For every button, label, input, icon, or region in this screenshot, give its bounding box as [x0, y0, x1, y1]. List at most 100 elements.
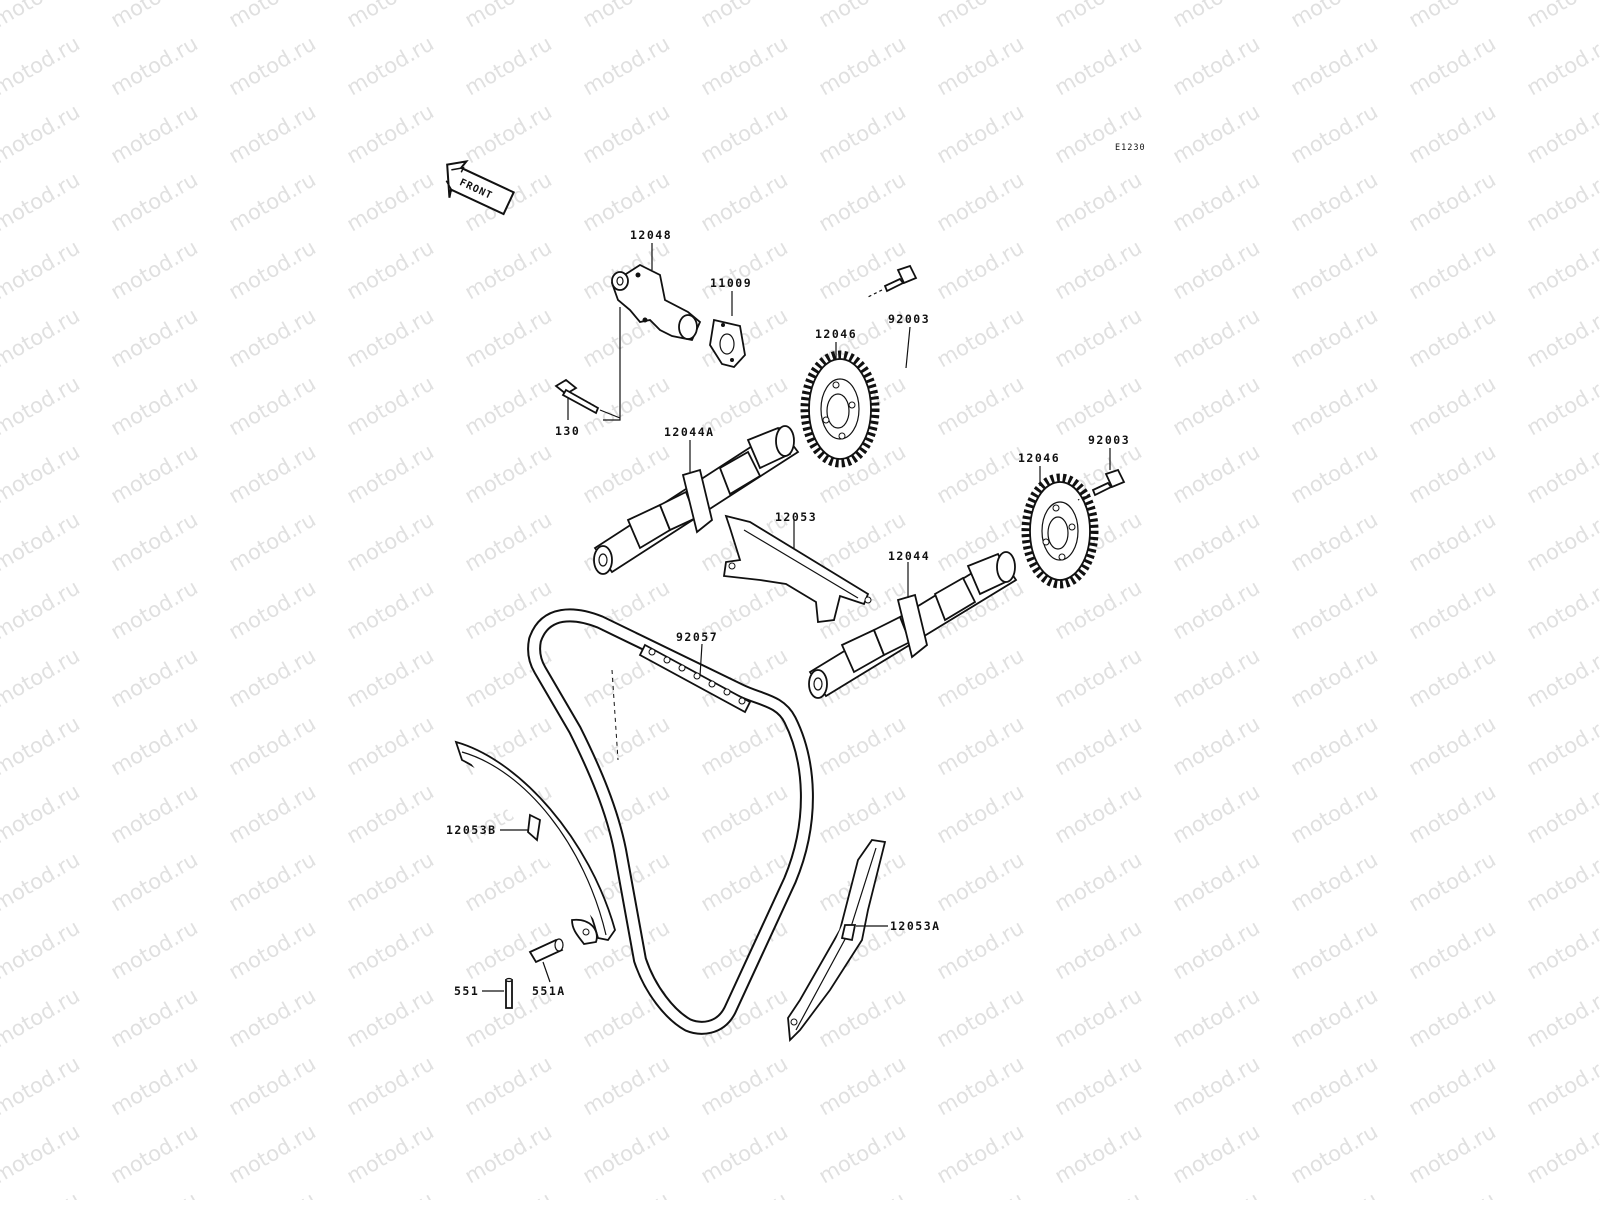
watermark-text: motod.ru	[107, 1119, 202, 1188]
watermark-text: motod.ru	[1051, 779, 1146, 848]
watermark-text: motod.ru	[697, 31, 792, 100]
label-12044: 12044	[888, 549, 930, 563]
watermark-text: motod.ru	[815, 167, 910, 236]
watermark-text: motod.ru	[0, 439, 84, 508]
watermark-text: motod.ru	[107, 303, 202, 372]
watermark-text: motod.ru	[815, 1187, 910, 1200]
label-12046-upper: 12046	[815, 327, 857, 341]
watermark-text: motod.ru	[0, 575, 84, 644]
label-12053: 12053	[775, 510, 817, 524]
watermark-text: motod.ru	[1523, 371, 1600, 440]
watermark-text: motod.ru	[0, 0, 84, 32]
watermark-text: motod.ru	[107, 779, 202, 848]
watermark-text: motod.ru	[343, 915, 438, 984]
watermark-text: motod.ru	[225, 371, 320, 440]
watermark-text: motod.ru	[343, 711, 438, 780]
watermark-text: motod.ru	[1405, 31, 1500, 100]
watermark-text: motod.ru	[107, 439, 202, 508]
watermark-text: motod.ru	[107, 31, 202, 100]
watermark-text: motod.ru	[1169, 439, 1264, 508]
watermark-text: motod.ru	[933, 31, 1028, 100]
watermark-text: motod.ru	[1287, 711, 1382, 780]
watermark-text: motod.ru	[461, 99, 556, 168]
watermark-text: motod.ru	[1405, 303, 1500, 372]
watermark-text: motod.ru	[815, 1119, 910, 1188]
label-12046-lower: 12046	[1018, 451, 1060, 465]
watermark-text: motod.ru	[1169, 779, 1264, 848]
watermark-text: motod.ru	[1405, 1051, 1500, 1120]
watermark-text: motod.ru	[0, 983, 84, 1052]
watermark-text: motod.ru	[1169, 711, 1264, 780]
watermark-text: motod.ru	[1169, 983, 1264, 1052]
label-92003-lower: 92003	[1088, 433, 1130, 447]
watermark-text: motod.ru	[1169, 1187, 1264, 1200]
watermark-text: motod.ru	[1169, 167, 1264, 236]
watermark-text: motod.ru	[579, 1119, 674, 1188]
watermark-text: motod.ru	[1287, 167, 1382, 236]
watermark-text: motod.ru	[579, 31, 674, 100]
watermark-text: motod.ru	[1051, 371, 1146, 440]
watermark-text: motod.ru	[343, 99, 438, 168]
watermark-text: motod.ru	[933, 983, 1028, 1052]
label-12053B: 12053B	[446, 823, 497, 837]
label-11009: 11009	[710, 276, 752, 290]
watermark-text: motod.ru	[1287, 847, 1382, 916]
watermark-text: motod.ru	[343, 983, 438, 1052]
watermark-text: motod.ru	[107, 575, 202, 644]
watermark-text: motod.ru	[1287, 779, 1382, 848]
watermark-text: motod.ru	[0, 31, 84, 100]
watermark-text: motod.ru	[0, 1187, 84, 1200]
watermark-text: motod.ru	[461, 439, 556, 508]
watermark-text: motod.ru	[1523, 1119, 1600, 1188]
watermark-text: motod.ru	[933, 643, 1028, 712]
watermark-text: motod.ru	[1051, 915, 1146, 984]
watermark-text: motod.ru	[1287, 575, 1382, 644]
watermark-text: motod.ru	[0, 1119, 84, 1188]
watermark-text: motod.ru	[1405, 1187, 1500, 1200]
watermark-text: motod.ru	[815, 1051, 910, 1120]
watermark-text: motod.ru	[1405, 915, 1500, 984]
watermark-text: motod.ru	[225, 711, 320, 780]
watermark-text: motod.ru	[933, 847, 1028, 916]
reference-code: E1230	[1115, 143, 1146, 153]
watermark-text: motod.ru	[1169, 99, 1264, 168]
label-12044A: 12044A	[664, 425, 715, 439]
watermark-text: motod.ru	[933, 779, 1028, 848]
watermark-text: motod.ru	[1405, 439, 1500, 508]
watermark-text: motod.ru	[343, 303, 438, 372]
label-12053A: 12053A	[890, 919, 941, 933]
watermark-text: motod.ru	[225, 303, 320, 372]
watermark-text: motod.ru	[697, 1119, 792, 1188]
watermark-text: motod.ru	[461, 371, 556, 440]
label-12048: 12048	[630, 228, 672, 242]
watermark-text: motod.ru	[579, 439, 674, 508]
watermark-text: motod.ru	[697, 779, 792, 848]
watermark-text: motod.ru	[107, 711, 202, 780]
watermark-text: motod.ru	[107, 371, 202, 440]
watermark-text: motod.ru	[225, 983, 320, 1052]
flange-bolt	[556, 380, 598, 413]
watermark-text: motod.ru	[461, 0, 556, 32]
watermark-text: motod.ru	[1169, 643, 1264, 712]
watermark-text: motod.ru	[1405, 983, 1500, 1052]
watermark-text: motod.ru	[343, 779, 438, 848]
watermark-text: motod.ru	[815, 779, 910, 848]
watermark-text: motod.ru	[579, 779, 674, 848]
watermark-text: motod.ru	[0, 711, 84, 780]
watermark-text: motod.ru	[1051, 99, 1146, 168]
watermark-text: motod.ru	[461, 303, 556, 372]
watermark-text: motod.ru	[1287, 235, 1382, 304]
watermark-text: motod.ru	[343, 575, 438, 644]
watermark-text: motod.ru	[343, 439, 438, 508]
watermark-text: motod.ru	[1523, 575, 1600, 644]
watermark-text: motod.ru	[1523, 507, 1600, 576]
watermark-text: motod.ru	[1051, 847, 1146, 916]
watermark-text: motod.ru	[1405, 643, 1500, 712]
watermark-text: motod.ru	[815, 235, 910, 304]
watermark-text: motod.ru	[107, 0, 202, 32]
watermark-text: motod.ru	[461, 31, 556, 100]
watermark-text: motod.ru	[0, 1051, 84, 1120]
watermark-text: motod.ru	[1169, 1051, 1264, 1120]
watermark-text: motod.ru	[1287, 1187, 1382, 1200]
